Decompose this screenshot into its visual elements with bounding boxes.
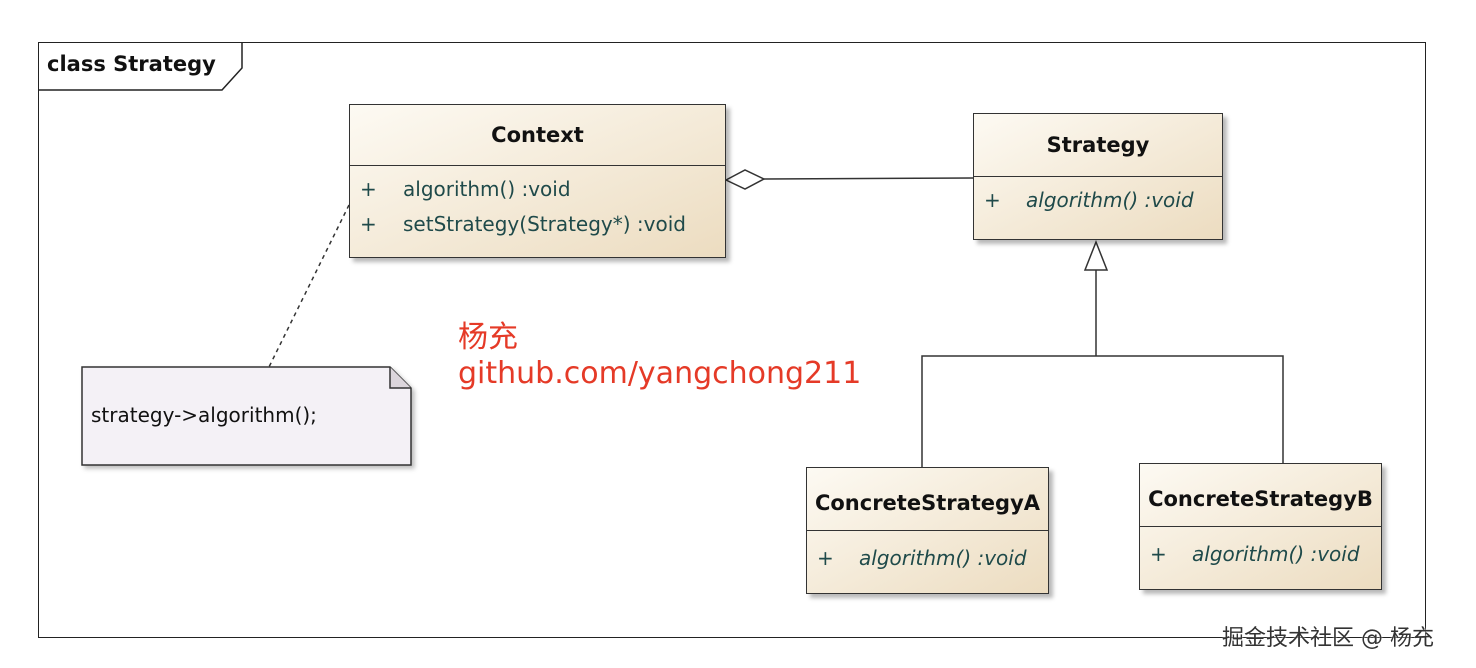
- operations: + algorithm() :void + setStrategy(Strate…: [350, 166, 725, 242]
- operation-row: + algorithm() :void: [1140, 533, 1381, 575]
- operation-row: + setStrategy(Strategy*) :void: [350, 207, 725, 242]
- class-name: Strategy: [974, 114, 1222, 177]
- class-context: Context + algorithm() :void + setStrateg…: [349, 104, 726, 258]
- operation-signature: algorithm() :void: [1192, 542, 1360, 566]
- aggregation-diamond: [724, 169, 766, 190]
- class-name: Context: [350, 105, 725, 166]
- aggregation-line: [763, 177, 974, 180]
- class-strategy: Strategy + algorithm() :void: [973, 113, 1223, 240]
- watermark-url: github.com/yangchong211: [458, 356, 862, 391]
- operation-row: + algorithm() :void: [350, 172, 725, 207]
- class-name: ConcreteStrategyA: [807, 468, 1048, 531]
- credit-text: 掘金技术社区 @ 杨充: [1222, 626, 1434, 651]
- operation-signature: algorithm() :void: [859, 546, 1027, 570]
- visibility: +: [1150, 542, 1167, 566]
- class-concrete-strategy-a: ConcreteStrategyA + algorithm() :void: [806, 467, 1049, 594]
- operation-signature: algorithm() :void: [1026, 188, 1194, 212]
- visibility: +: [360, 177, 377, 201]
- note-fold: [389, 367, 411, 389]
- operation-signature: algorithm() :void: [403, 177, 571, 201]
- watermark-name: 杨充: [458, 320, 518, 355]
- frame-tab-outline: [38, 42, 243, 91]
- operations: + algorithm() :void: [1140, 527, 1381, 575]
- frame-label: class Strategy: [47, 52, 216, 76]
- visibility: +: [817, 546, 834, 570]
- inheritance-arrowhead: [1083, 239, 1109, 271]
- note-text: strategy->algorithm();: [91, 403, 317, 427]
- diagram-frame: [38, 42, 1426, 638]
- operations: + algorithm() :void: [974, 177, 1222, 218]
- operation-row: + algorithm() :void: [974, 183, 1222, 218]
- class-concrete-strategy-b: ConcreteStrategyB + algorithm() :void: [1139, 463, 1382, 590]
- class-name: ConcreteStrategyB: [1140, 464, 1381, 527]
- visibility: +: [984, 188, 1001, 212]
- visibility: +: [360, 212, 377, 236]
- operations: + algorithm() :void: [807, 531, 1048, 579]
- note-anchor-line: [268, 204, 350, 368]
- note-shape: [81, 366, 412, 466]
- operation-row: + algorithm() :void: [807, 537, 1048, 579]
- generalization-branches: [921, 355, 1284, 467]
- operation-signature: setStrategy(Strategy*) :void: [403, 212, 686, 236]
